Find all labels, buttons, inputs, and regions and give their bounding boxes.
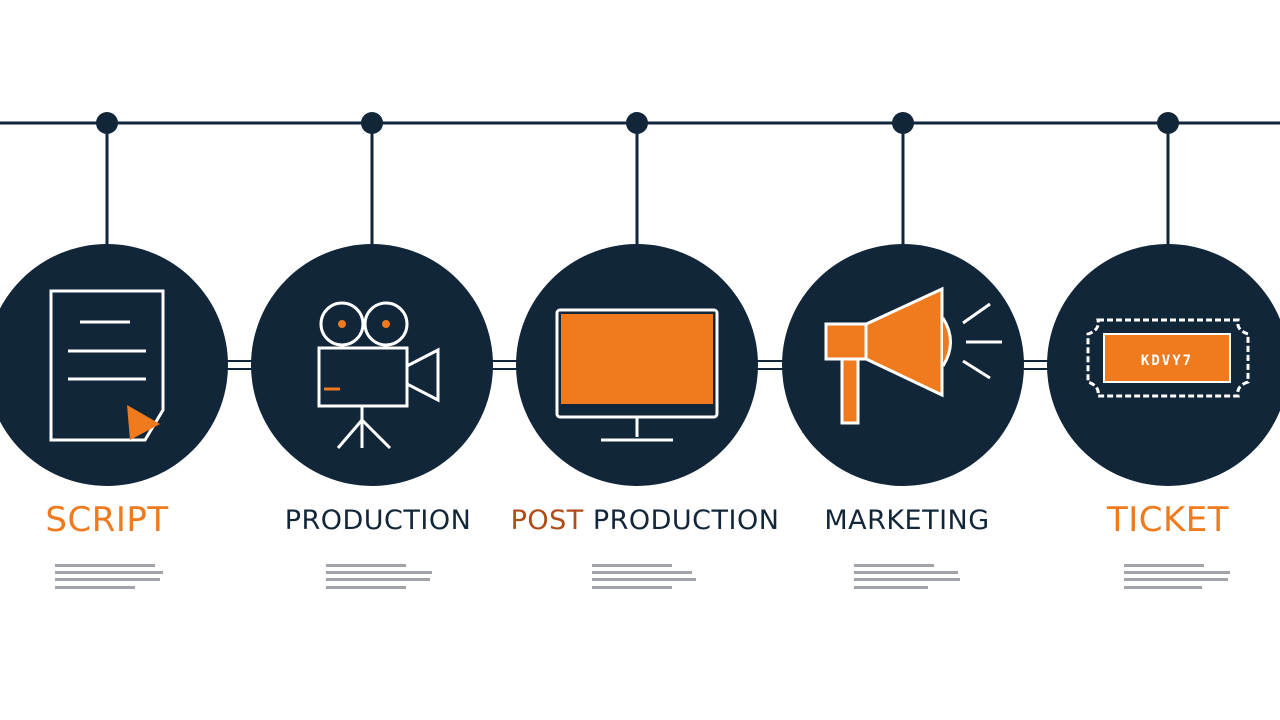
stage-production <box>251 112 493 486</box>
stage-title-part: SCRIPT <box>45 500 169 540</box>
desc-line <box>1124 564 1204 567</box>
stage-circle <box>0 244 228 486</box>
desc-line <box>55 564 155 567</box>
megaphone-icon <box>824 286 1002 425</box>
stage-title-part: PRODUCTION <box>284 505 472 536</box>
desc-line <box>55 586 135 589</box>
desc-line <box>854 564 934 567</box>
desc-line <box>55 578 160 581</box>
stage-title-part: PRODUCTION <box>583 505 780 536</box>
desc-line <box>592 564 672 567</box>
desc-line <box>55 571 163 574</box>
stage-post-production <box>516 112 758 486</box>
desc-line <box>854 586 928 589</box>
desc-line <box>1124 578 1228 581</box>
stage-title-part: TICKET <box>1106 500 1230 540</box>
stage-script <box>0 112 228 486</box>
desc-line <box>326 571 432 574</box>
desc-line <box>326 578 430 581</box>
desc-line <box>1124 571 1230 574</box>
stage-title-part: MARKETING <box>824 505 990 536</box>
stage-title-part: POST <box>510 505 584 536</box>
desc-line <box>592 578 696 581</box>
desc-line <box>326 586 406 589</box>
monitor-icon <box>555 308 719 442</box>
stage-marketing <box>782 112 1024 486</box>
desc-line <box>854 571 958 574</box>
stage-title-ticket: TICKET <box>1018 500 1280 540</box>
document-icon <box>49 289 165 442</box>
ticket-code: KDVY7 <box>1141 353 1193 369</box>
ticket-icon: KDVY7 <box>1086 318 1250 398</box>
stage-circle <box>251 244 493 486</box>
film-camera-icon <box>317 301 440 450</box>
desc-line <box>854 578 960 581</box>
stage-ticket: KDVY7 <box>1047 112 1280 486</box>
circle-connectors <box>225 360 1050 370</box>
stage-title-production: PRODUCTION <box>228 505 528 536</box>
stage-title-script: SCRIPT <box>0 500 257 540</box>
desc-line <box>592 586 672 589</box>
desc-line <box>592 571 692 574</box>
stage-title-post-production: POST PRODUCTION <box>495 505 795 536</box>
stage-title-marketing: MARKETING <box>757 505 1057 536</box>
desc-line <box>326 564 406 567</box>
desc-line <box>1124 586 1202 589</box>
